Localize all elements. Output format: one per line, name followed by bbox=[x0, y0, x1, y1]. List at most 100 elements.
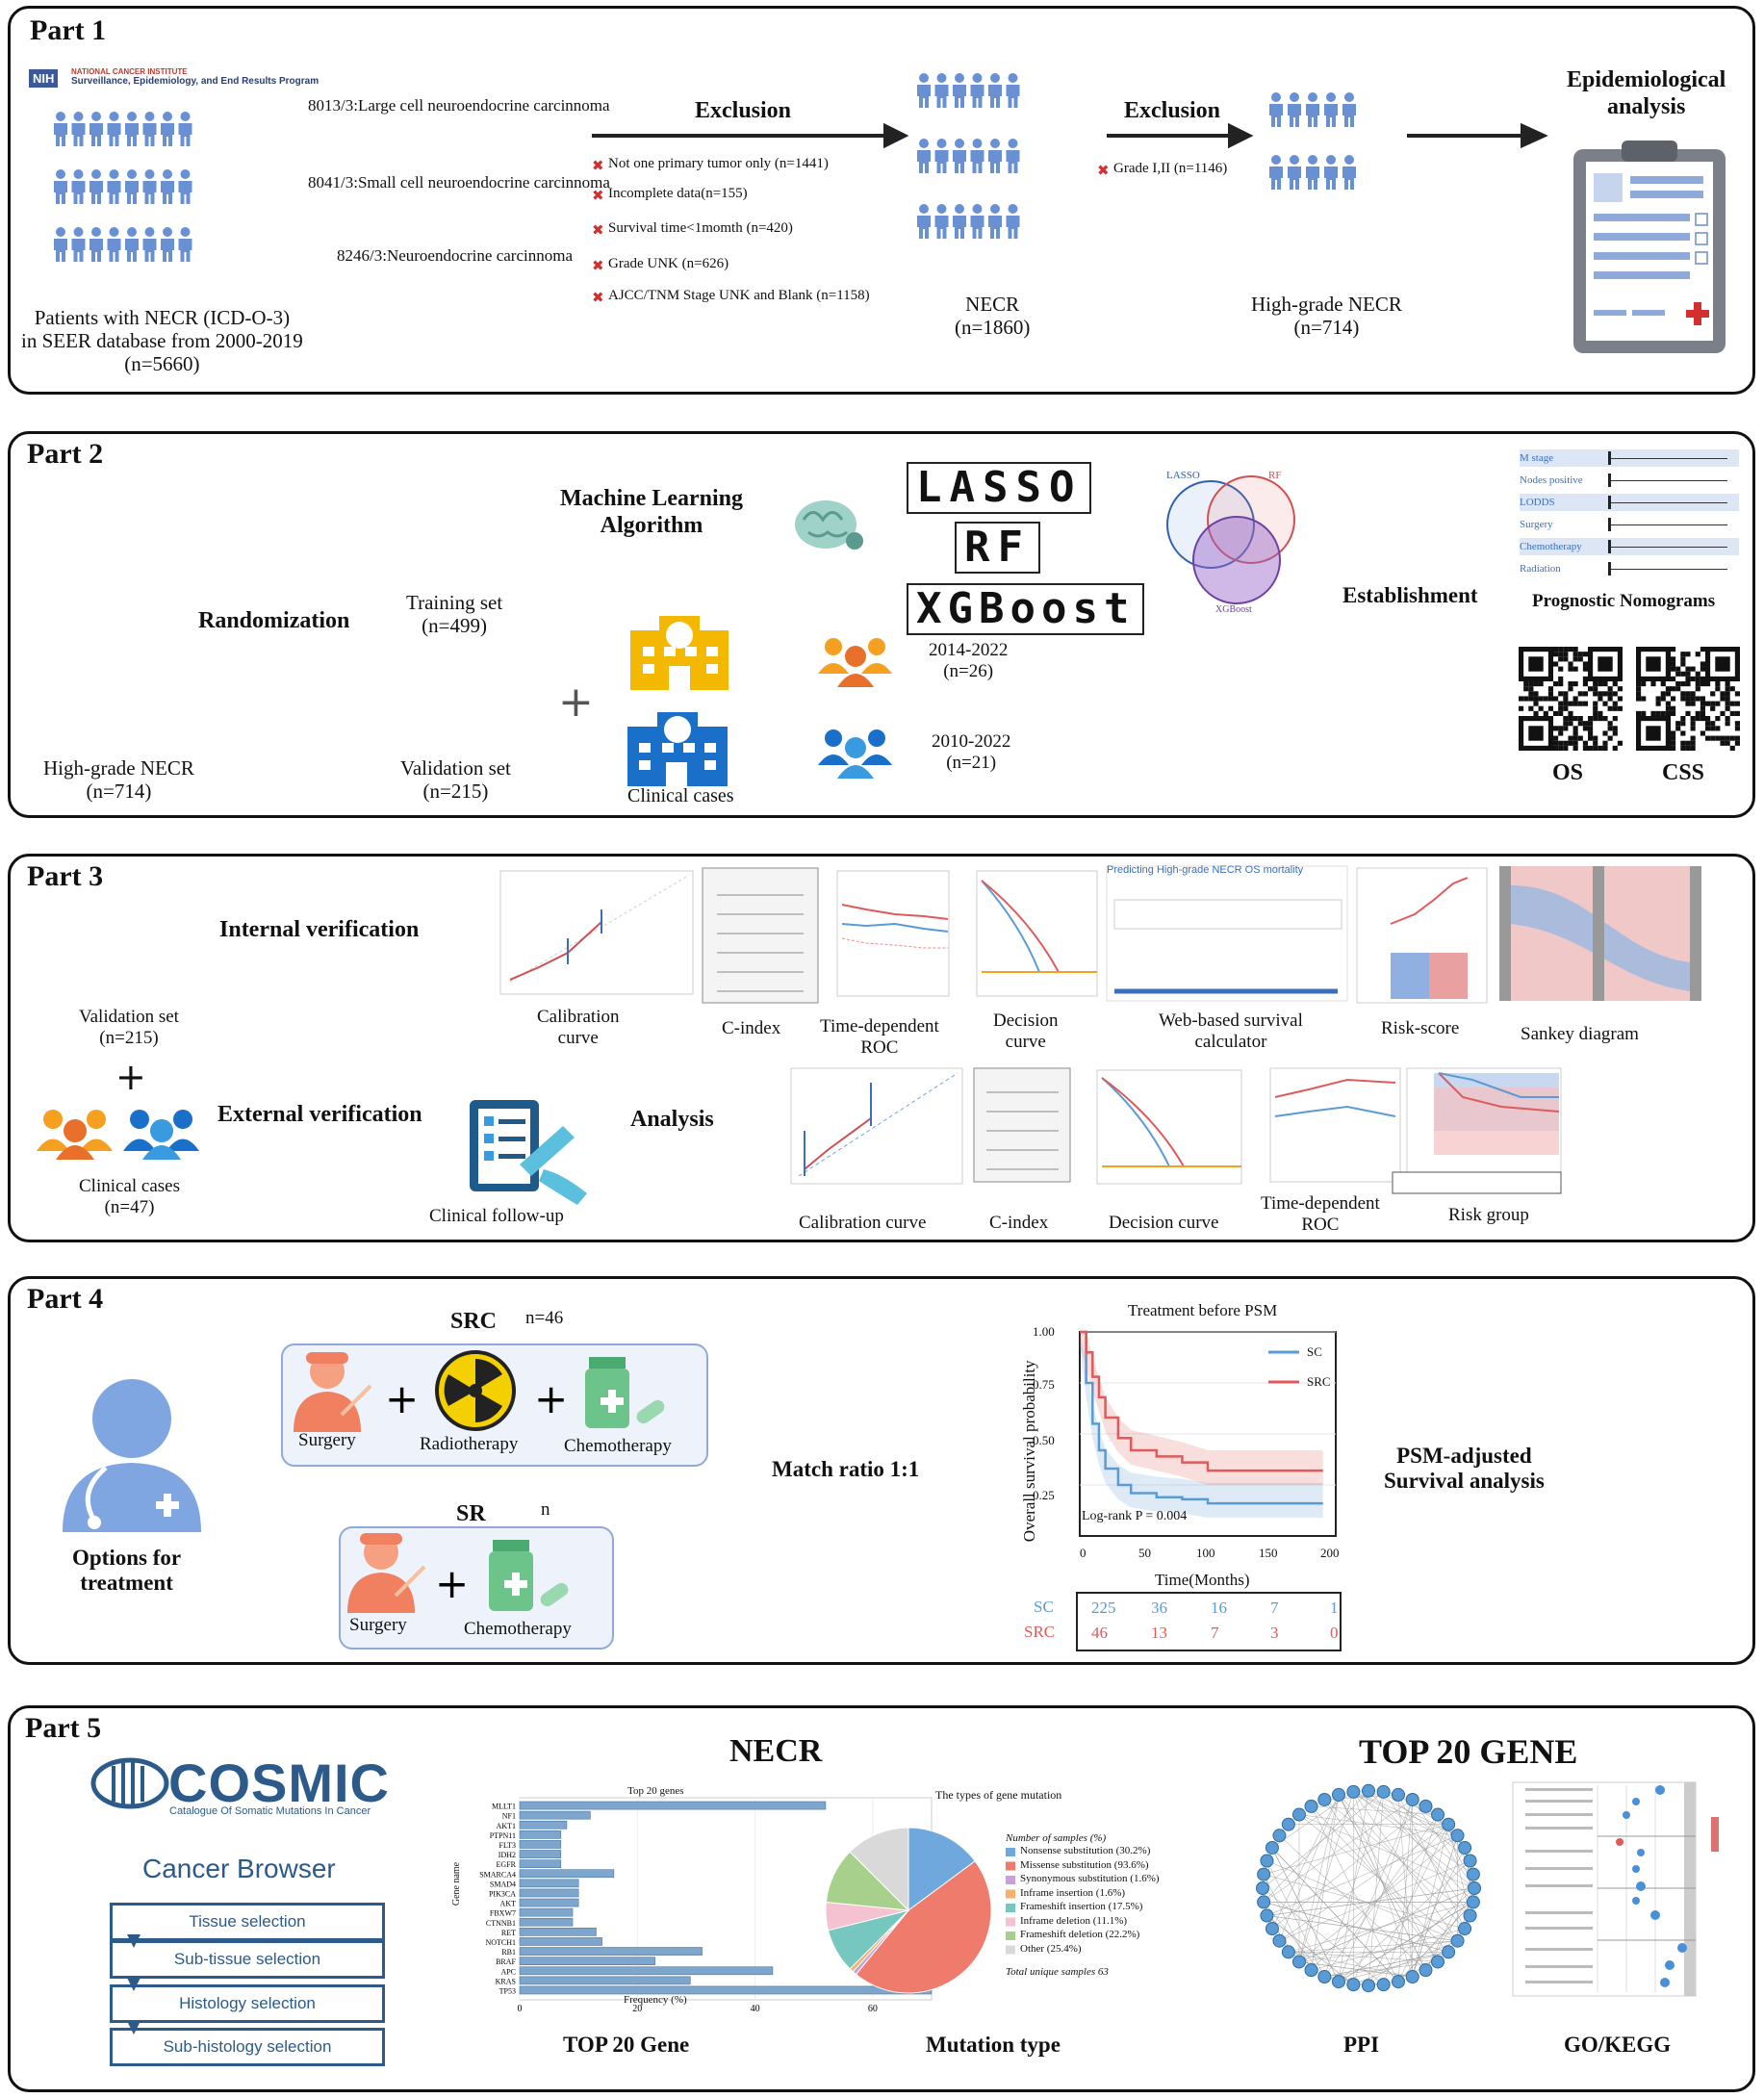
qr-module bbox=[1607, 686, 1613, 692]
pie-legend-item: Frameshift deletion (22.2%) bbox=[1020, 1929, 1140, 1940]
person-icon bbox=[89, 112, 103, 146]
nomogram-tick bbox=[1608, 451, 1611, 465]
browser-step-4[interactable]: Sub-histology selection bbox=[110, 2028, 385, 2066]
bar-xlabel: Frequency (%) bbox=[624, 1994, 687, 2006]
risk-row-src-label: SRC bbox=[1024, 1623, 1056, 1641]
algo-xgboost: XGBoost bbox=[907, 583, 1145, 635]
sr-chemotherapy: Chemotherapy bbox=[464, 1619, 572, 1639]
qr-module bbox=[1528, 705, 1534, 711]
part3-title: Part 3 bbox=[27, 860, 104, 892]
qr-module bbox=[1715, 701, 1721, 706]
bar-ylabel: Gene name bbox=[451, 1861, 463, 1906]
qr-module bbox=[1671, 696, 1676, 702]
qr-module bbox=[1700, 647, 1705, 652]
browser-step-2[interactable]: Sub-tissue selection bbox=[110, 1940, 385, 1979]
qr-module bbox=[1685, 701, 1691, 706]
histology-2: 8041/3:Small cell neuroendocrine carcinn… bbox=[308, 173, 610, 192]
qr-module bbox=[1568, 721, 1573, 727]
qr-module bbox=[1547, 705, 1553, 711]
qr-module bbox=[1617, 740, 1623, 746]
pie-legend-item: Inframe insertion (1.6%) bbox=[1020, 1886, 1126, 1899]
qr-module bbox=[1563, 745, 1569, 751]
qr-module bbox=[1729, 701, 1735, 706]
qr-module bbox=[1695, 710, 1700, 716]
person-icon bbox=[1306, 92, 1319, 127]
algo-lasso: LASSO bbox=[907, 462, 1092, 514]
km-xtick-3: 100 bbox=[1196, 1546, 1215, 1560]
qr-module bbox=[1680, 721, 1686, 727]
sr-n: n bbox=[541, 1499, 550, 1520]
risk-row-sc-label: SC bbox=[1034, 1598, 1054, 1616]
person-icon bbox=[988, 204, 1002, 239]
qr-module bbox=[1593, 710, 1598, 716]
qr-module bbox=[1700, 701, 1705, 706]
person-icon bbox=[1269, 92, 1283, 127]
browser-step-1[interactable]: Tissue selection bbox=[110, 1903, 385, 1941]
qr-module bbox=[1588, 686, 1594, 692]
qr-module bbox=[1675, 666, 1681, 672]
person-icon bbox=[1306, 155, 1319, 190]
qr-module bbox=[1582, 681, 1588, 687]
nomogram-row: Chemotherapy bbox=[1520, 538, 1739, 555]
label-cindex-bottom: C-index bbox=[989, 1213, 1049, 1233]
qr-module bbox=[1558, 676, 1564, 681]
person-icon bbox=[934, 204, 949, 239]
nomogram-axis bbox=[1608, 502, 1727, 503]
person-icon bbox=[970, 139, 984, 173]
patients-label: Patients with NECR (ICD-O-3)in SEER data… bbox=[21, 306, 303, 376]
qr-module bbox=[1715, 681, 1721, 687]
qr-module bbox=[1734, 721, 1740, 727]
qr-module bbox=[1685, 666, 1691, 672]
person-icon bbox=[917, 139, 931, 173]
risk-table-cell: 225 bbox=[1091, 1599, 1116, 1617]
qr-module bbox=[1563, 696, 1569, 702]
risk-table-cell: 13 bbox=[1151, 1624, 1167, 1642]
km-legend-sc: SC bbox=[1307, 1344, 1322, 1359]
part4-title: Part 4 bbox=[27, 1283, 104, 1315]
risk-table-cell: 3 bbox=[1270, 1624, 1279, 1642]
qr-module bbox=[1700, 696, 1705, 702]
nomogram-row: M stage bbox=[1520, 449, 1739, 467]
qr-module bbox=[1588, 730, 1594, 736]
qr-module bbox=[1641, 710, 1647, 716]
qr-module bbox=[1671, 710, 1676, 716]
person-icon bbox=[71, 169, 86, 204]
browser-step-3[interactable]: Histology selection bbox=[110, 1984, 385, 2023]
km-pvalue: Log-rank P = 0.004 bbox=[1082, 1509, 1188, 1523]
followup-label: Clinical follow-up bbox=[429, 1206, 564, 1226]
person-icon bbox=[178, 227, 192, 262]
qr-module bbox=[1612, 726, 1618, 731]
qr-module bbox=[1582, 701, 1588, 706]
qr-module bbox=[1725, 681, 1730, 687]
qr-module bbox=[1572, 745, 1578, 751]
qr-module bbox=[1671, 647, 1676, 652]
qr-module bbox=[1695, 671, 1700, 677]
qr-module bbox=[1588, 726, 1594, 731]
qr-module bbox=[1553, 681, 1559, 687]
qr-label-css: CSS bbox=[1662, 760, 1705, 785]
qr-module bbox=[1705, 721, 1711, 727]
qr-module bbox=[1690, 696, 1696, 702]
qr-module bbox=[1602, 691, 1608, 697]
qr-module bbox=[1690, 691, 1696, 697]
qr-module bbox=[1588, 721, 1594, 727]
qr-module bbox=[1705, 681, 1711, 687]
qr-module bbox=[1680, 691, 1686, 697]
qr-module bbox=[1641, 696, 1647, 702]
person-icon bbox=[161, 169, 174, 204]
person-icon bbox=[934, 139, 949, 173]
person-icon bbox=[1324, 155, 1338, 190]
qr-module bbox=[1538, 681, 1544, 687]
qr-module bbox=[1593, 735, 1598, 741]
qr-module bbox=[1582, 691, 1588, 697]
pie-title: The types of gene mutation bbox=[935, 1788, 1062, 1802]
clinical-cases-label: Clinical cases bbox=[627, 785, 734, 806]
qr-module bbox=[1680, 740, 1686, 746]
qr-module bbox=[1577, 656, 1583, 662]
qr-module bbox=[1729, 745, 1735, 751]
qr-module bbox=[1543, 710, 1548, 716]
qr-module bbox=[1563, 701, 1569, 706]
nomogram-row: Radiation bbox=[1520, 560, 1739, 577]
qr-module bbox=[1685, 671, 1691, 677]
